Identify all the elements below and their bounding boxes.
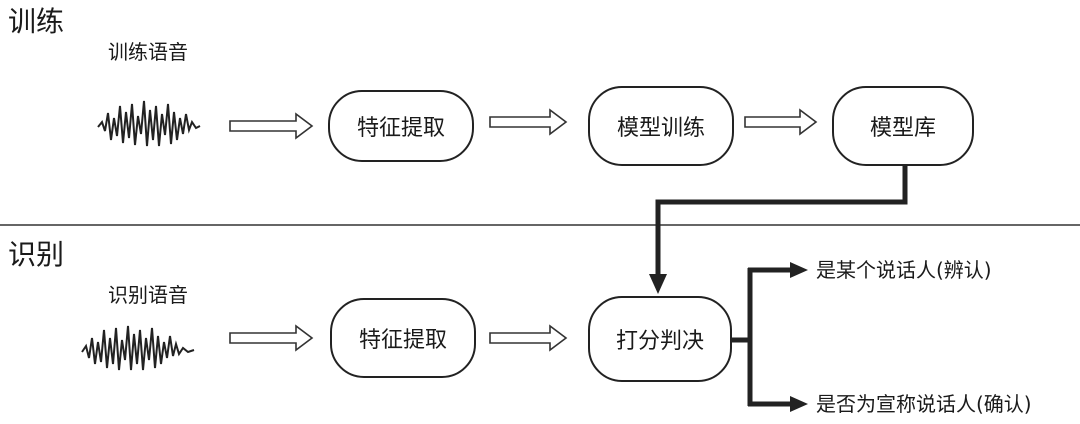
waveform-icon xyxy=(81,325,195,371)
scoring-decision-node: 打分判决 xyxy=(588,296,732,382)
training-speech-label: 训练语音 xyxy=(108,40,188,64)
training-section-title: 训练 xyxy=(8,5,65,38)
training-feature-extraction-node: 特征提取 xyxy=(328,90,474,162)
recognition-speech-label: 识别语音 xyxy=(108,283,188,307)
model-training-node: 模型训练 xyxy=(588,86,734,166)
model-library-node: 模型库 xyxy=(832,86,974,166)
hollow-arrow-icon xyxy=(229,112,314,140)
hollow-arrow-icon xyxy=(744,108,818,136)
hollow-arrow-icon xyxy=(489,108,568,136)
identification-arrowhead xyxy=(790,262,808,278)
verification-outcome: 是否为宣称说话人(确认) xyxy=(816,392,1032,416)
model-library-connector xyxy=(655,166,908,276)
waveform-icon xyxy=(97,100,201,147)
recognition-section-title: 识别 xyxy=(8,238,65,271)
identification-outcome: 是某个说话人(辨认) xyxy=(816,258,992,282)
hollow-arrow-icon xyxy=(229,324,314,352)
verification-arrowhead xyxy=(790,396,808,412)
recognition-feature-extraction-node: 特征提取 xyxy=(330,298,476,378)
hollow-arrow-icon xyxy=(489,324,568,352)
connector-arrowhead xyxy=(649,274,667,294)
